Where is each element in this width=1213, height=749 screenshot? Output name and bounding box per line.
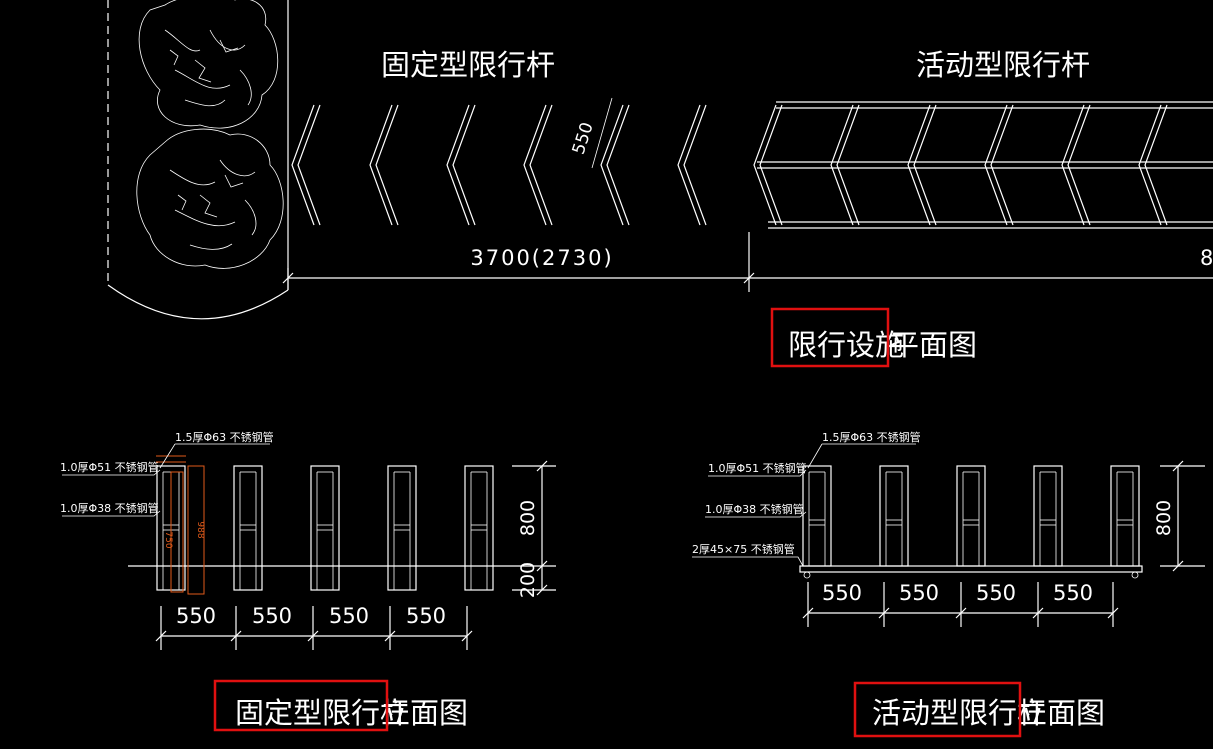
movable-spacing-dim: 550 (822, 581, 862, 605)
fixed-height-top-dim: 800 (517, 500, 539, 536)
movable-elev-title-rest: 立面图 (1018, 696, 1105, 730)
tree-symbol-top (138, 0, 279, 129)
fixed-spacing-dim: 550 (406, 604, 446, 628)
fixed-bar-title: 固定型限行杆 (381, 48, 555, 82)
movable-spacing-dim: 550 (899, 581, 939, 605)
plan-width-dim: 3700(2730) (470, 246, 613, 270)
fixed-pipe-51-label: 1.0厚Φ51 不锈钢管 (60, 460, 159, 474)
fixed-elev-title-rest: 立面图 (381, 696, 468, 730)
movable-pipe-rect-label: 2厚45×75 不锈钢管 (692, 542, 795, 556)
fixed-elev-title-highlight: 固定型限行杆 (235, 696, 409, 730)
fixed-inner-dim-1: 988 (195, 521, 205, 538)
movable-bar-title: 活动型限行杆 (916, 48, 1090, 82)
planter-area (107, 0, 289, 320)
plan-dimension-line (282, 232, 1213, 292)
fixed-pipe-63-label: 1.5厚Φ63 不锈钢管 (175, 430, 274, 444)
fixed-spacing-dim: 550 (176, 604, 216, 628)
movable-elev-highlight-box (853, 681, 1022, 738)
fixed-inner-dim-2: 750 (163, 531, 173, 548)
fixed-chevrons (291, 97, 707, 226)
fixed-elevation (62, 443, 556, 650)
movable-height-dim: 800 (1153, 500, 1175, 536)
movable-chevrons (753, 101, 1213, 229)
plan-title-highlight-box (770, 307, 890, 368)
plan-diag-dim: 550 (569, 120, 598, 157)
plan-title-rest: 平面图 (890, 328, 977, 362)
movable-spacing-dim: 550 (976, 581, 1016, 605)
fixed-height-bottom-dim: 200 (517, 562, 539, 598)
plan-width-right-dim: 8 (1200, 246, 1213, 270)
fixed-spacing-dim: 550 (329, 604, 369, 628)
fixed-elev-highlight-box (213, 679, 389, 732)
fixed-pipe-38-label: 1.0厚Φ38 不锈钢管 (60, 501, 159, 515)
movable-elevation (692, 443, 1205, 627)
movable-pipe-51-label: 1.0厚Φ51 不锈钢管 (708, 461, 807, 475)
fixed-spacing-dim: 550 (252, 604, 292, 628)
movable-spacing-dim: 550 (1053, 581, 1093, 605)
movable-elev-title-highlight: 活动型限行杆 (872, 696, 1046, 730)
movable-pipe-63-label: 1.5厚Φ63 不锈钢管 (822, 430, 921, 444)
plan-title-highlight: 限行设施 (788, 328, 904, 362)
tree-symbol-bottom (136, 128, 284, 269)
movable-pipe-38-label: 1.0厚Φ38 不锈钢管 (705, 502, 804, 516)
